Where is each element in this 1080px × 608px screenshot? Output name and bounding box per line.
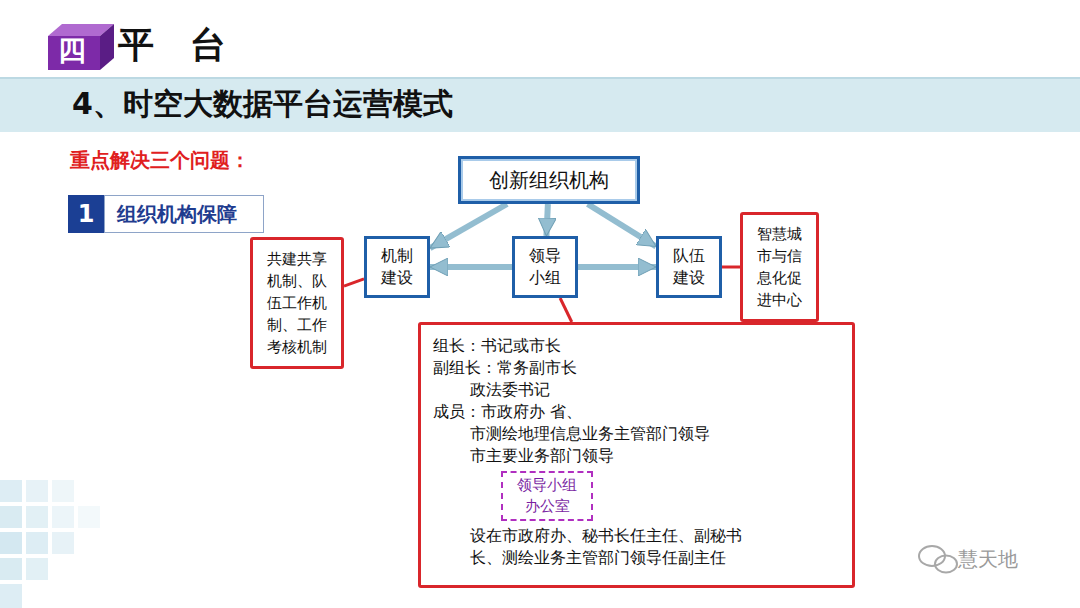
- callout-pointer: [344, 279, 364, 286]
- node-text: 创新组织机构: [489, 166, 609, 194]
- callout-pointer: [560, 298, 572, 322]
- node-text: 组织机构保障: [104, 195, 264, 233]
- detail-callout: 组长：书记或市长副组长：常务副市长 政法委书记成员：市政府办 省、市测绘地理信息…: [418, 322, 855, 588]
- band-edge: [0, 77, 1080, 79]
- callout-box: 智慧城市与信息化促进中心: [740, 212, 819, 322]
- process-box: 队伍建设: [656, 236, 722, 298]
- purple-cube: [48, 24, 114, 70]
- top-box: 创新组织机构: [458, 156, 640, 204]
- node-text: 副组长：常务副市长 政法委书记: [433, 357, 623, 401]
- title-band: [0, 77, 1080, 132]
- slide-title: 4、时空大数据平台运营模式: [72, 84, 453, 124]
- node-text: 设在市政府办、秘书长任主任、副秘书长、测绘业务主管部门领导任副主任: [470, 525, 747, 569]
- node-text: 共建共享机制、队伍工作机制、工作考核机制: [267, 248, 327, 358]
- topic-badge: 1组织机构保障: [68, 195, 264, 233]
- node-text: 智慧城市与信息化促进中心: [757, 223, 802, 311]
- wechat-icon: [919, 546, 957, 573]
- node-text: 领导小组 办公室: [517, 475, 577, 517]
- arrow: [430, 204, 507, 248]
- process-box: 机制建设: [364, 236, 430, 298]
- corner-squares: [0, 480, 100, 608]
- callout-box: 共建共享机制、队伍工作机制、工作考核机制: [250, 237, 344, 369]
- section-title: 平 台: [118, 22, 226, 68]
- arrow: [546, 204, 547, 236]
- node-text: 领导小组: [529, 245, 561, 289]
- arrow: [578, 264, 656, 270]
- node-text: 1: [68, 195, 104, 233]
- arrow: [430, 264, 512, 270]
- section-number: 四: [58, 34, 86, 68]
- node-text: 成员：市政府办 省、市测绘地理信息业务主管部门领导 市主要业务部门领导: [433, 401, 751, 467]
- watermark: 慧天地: [958, 546, 1018, 572]
- node-text: 队伍建设: [673, 245, 705, 289]
- node-text: 机制建设: [381, 245, 413, 289]
- office-box: 领导小组 办公室: [501, 471, 593, 521]
- callout-pointer: [722, 266, 740, 269]
- subheading: 重点解决三个问题：: [70, 146, 250, 174]
- node-text: 组长：书记或市长: [433, 335, 840, 357]
- process-box: 领导小组: [512, 236, 578, 298]
- arrow: [588, 204, 656, 246]
